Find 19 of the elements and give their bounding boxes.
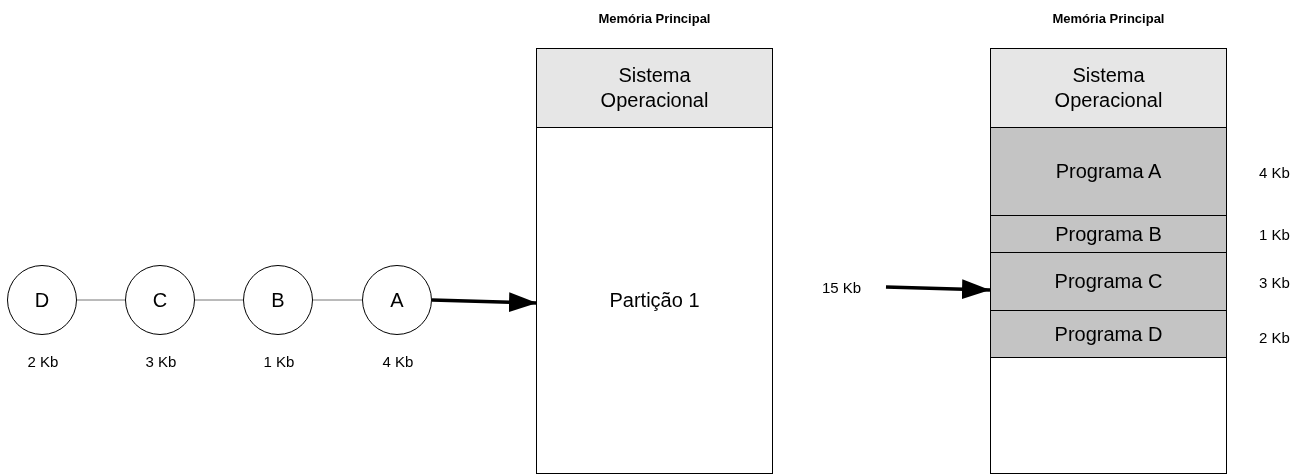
memory-heading: Memória Principal [1051,11,1166,26]
connector-line [312,299,363,301]
size-label: 4 Kb [382,352,414,370]
connector-line [194,299,244,301]
size-label: 4 Kb [1259,162,1290,183]
size-label: 2 Kb [27,352,59,370]
os-section: Sistema Operacional [537,49,772,128]
size-label: 1 Kb [1259,224,1290,245]
size-label: 3 Kb [145,352,177,370]
os-section: Sistema Operacional [991,49,1226,128]
size-label: 1 Kb [263,352,295,370]
arrow [885,279,991,300]
size-label: 3 Kb [1259,272,1290,293]
partition-section: Partição 1 [537,128,772,474]
connector-line [76,299,126,301]
memory-heading: Memória Principal [597,11,712,26]
size-label: 2 Kb [1259,327,1290,348]
arrow [431,292,538,313]
size-text: 15 Kb [822,276,874,298]
